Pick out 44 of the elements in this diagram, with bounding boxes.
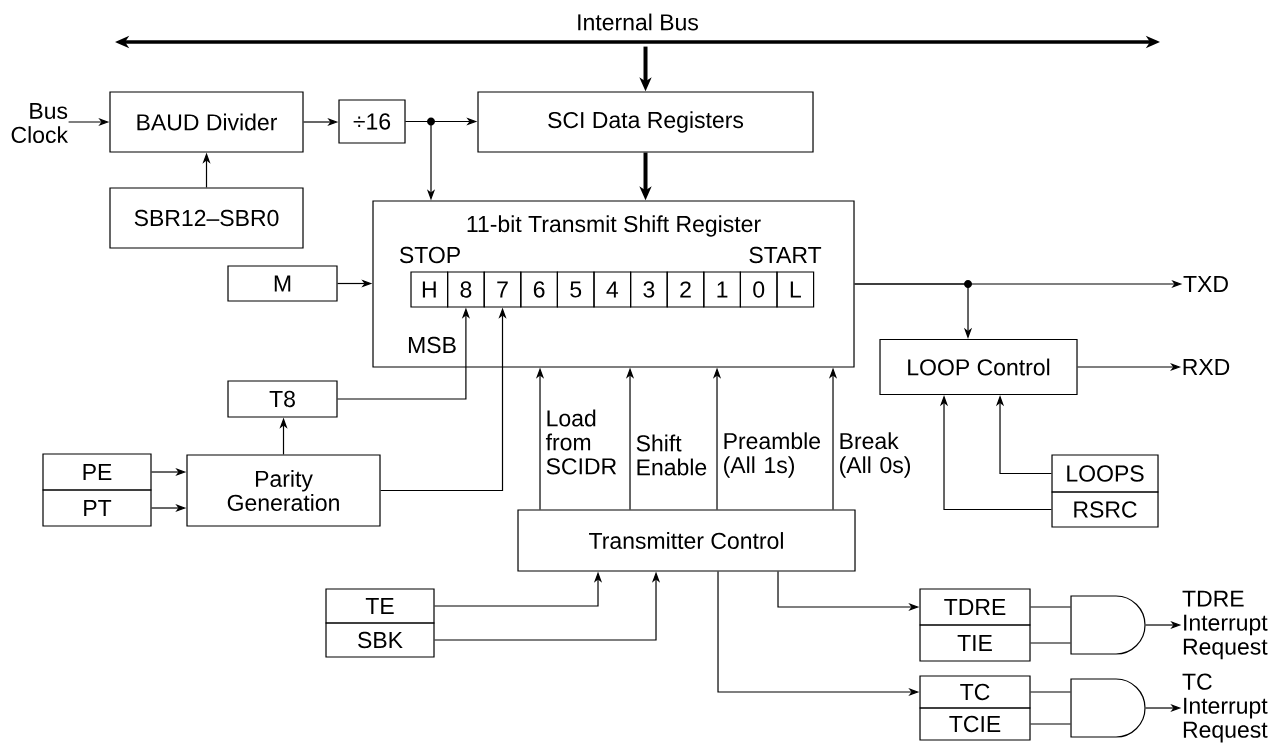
signal-name: TC Interrupt Request xyxy=(1182,673,1268,743)
bit-label: STOP xyxy=(399,246,460,264)
register-box: PT xyxy=(42,489,152,527)
register-box: SBK xyxy=(325,622,435,658)
signal-label: Shift Enable xyxy=(634,433,715,477)
bus-label: Internal Bus xyxy=(578,13,698,31)
block-box: LOOP Control xyxy=(879,338,1078,396)
and-gate xyxy=(1070,595,1146,655)
block-box: SCI Data Registers xyxy=(477,91,814,153)
bit-label: START xyxy=(749,246,822,264)
register-box: TCIE xyxy=(919,707,1031,741)
signal-name: TDRE Interrupt Request xyxy=(1182,590,1268,660)
bit-cell: 7 xyxy=(483,271,522,308)
block-box: Transmitter Control xyxy=(517,509,856,572)
bit-cell: L xyxy=(776,271,815,308)
bit-cell: 6 xyxy=(520,271,558,308)
register-box: LOOPS xyxy=(1051,454,1159,493)
bit-cell: 0 xyxy=(739,271,778,308)
register-box: TDRE xyxy=(919,588,1031,626)
register-box: RSRC xyxy=(1051,491,1159,528)
bit-cell: 5 xyxy=(556,271,595,308)
register-box: T8 xyxy=(227,380,338,418)
block-box: Parity Generation xyxy=(186,454,381,527)
register-box: SBR12–SBR0 xyxy=(109,187,304,249)
bit-cell: 3 xyxy=(630,271,668,308)
signal-label: Preamble (All 1s) xyxy=(721,431,828,479)
register-box: PE xyxy=(42,453,152,491)
signal-label: Load from SCIDR xyxy=(544,408,625,476)
and-gate xyxy=(1070,678,1146,738)
register-box: M xyxy=(227,265,338,302)
register-box: TC xyxy=(919,675,1031,709)
bit-cell: 8 xyxy=(447,271,485,308)
signal-name: TXD xyxy=(1183,276,1228,292)
bit-label: MSB xyxy=(408,336,456,354)
bit-cell: 1 xyxy=(703,271,741,308)
signal-name: Bus Clock xyxy=(11,103,69,143)
bit-cell: 2 xyxy=(666,271,705,308)
block-box: BAUD Divider xyxy=(109,91,304,153)
bit-cell: 4 xyxy=(593,271,632,308)
bit-cell: H xyxy=(410,271,449,308)
register-box: TIE xyxy=(919,624,1031,662)
signal-name: RXD xyxy=(1183,359,1230,375)
signal-label: Break (All 0s) xyxy=(837,431,918,479)
register-box: TE xyxy=(325,588,435,624)
